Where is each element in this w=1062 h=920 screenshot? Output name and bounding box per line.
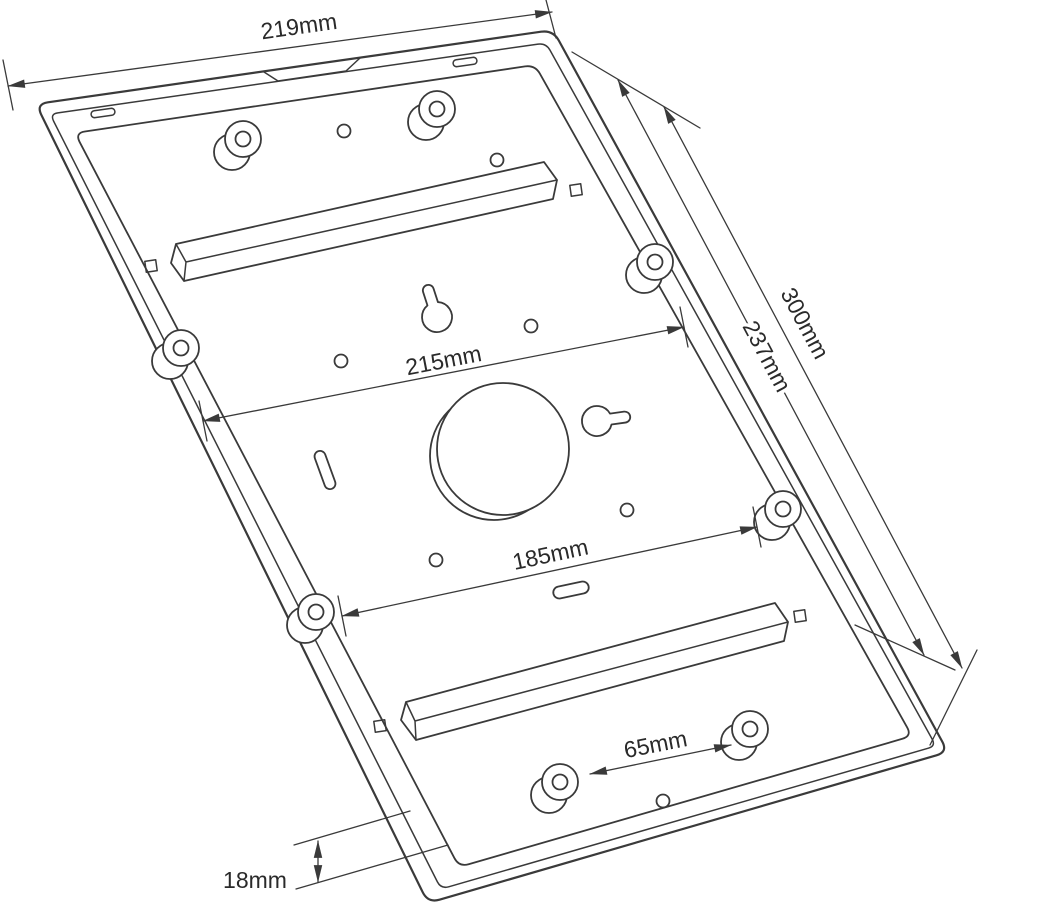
small-hole [428, 552, 444, 568]
square-hole [569, 183, 583, 197]
outer-rim-edge [38, 30, 946, 902]
small-hole [333, 353, 349, 369]
small-hole [655, 793, 671, 809]
standoff-post [151, 329, 200, 380]
dimension-top-width: 219mm [2, 0, 557, 111]
square-hole [144, 259, 158, 273]
dimension-lower-span: 185mm [337, 506, 762, 637]
standoff-post [407, 90, 456, 141]
center-hole [429, 382, 570, 521]
standoff-post [286, 593, 335, 644]
plate-features [144, 90, 807, 814]
dimension-bottom-span: 65mm [589, 722, 732, 775]
standoff-post [720, 710, 769, 761]
capsule-slot-horizontal [552, 580, 590, 600]
standoff-post [625, 243, 674, 294]
dim-label-300: 300mm [776, 283, 835, 363]
dimension-thickness: 18mm [220, 810, 449, 897]
rim-slot-right [452, 56, 478, 68]
standoff-post [213, 120, 262, 171]
lower-ridge-bar [400, 602, 789, 741]
upper-ridge-bar [170, 161, 558, 282]
dim-label-18: 18mm [223, 867, 287, 893]
standoff-post [530, 763, 579, 814]
small-hole [336, 123, 352, 139]
keyhole-slot [579, 400, 634, 439]
dim-label-219: 219mm [259, 8, 339, 44]
square-hole [793, 609, 807, 623]
keyhole-slot [411, 279, 457, 337]
dim-label-185: 185mm [510, 533, 590, 574]
rim-slot-left [90, 107, 116, 119]
square-hole [373, 719, 387, 733]
standoff-post [753, 490, 802, 541]
dim-label-65: 65mm [622, 725, 690, 763]
small-hole [619, 502, 635, 518]
small-hole [489, 152, 505, 168]
small-hole [523, 318, 539, 334]
capsule-slot-vertical [313, 449, 337, 491]
